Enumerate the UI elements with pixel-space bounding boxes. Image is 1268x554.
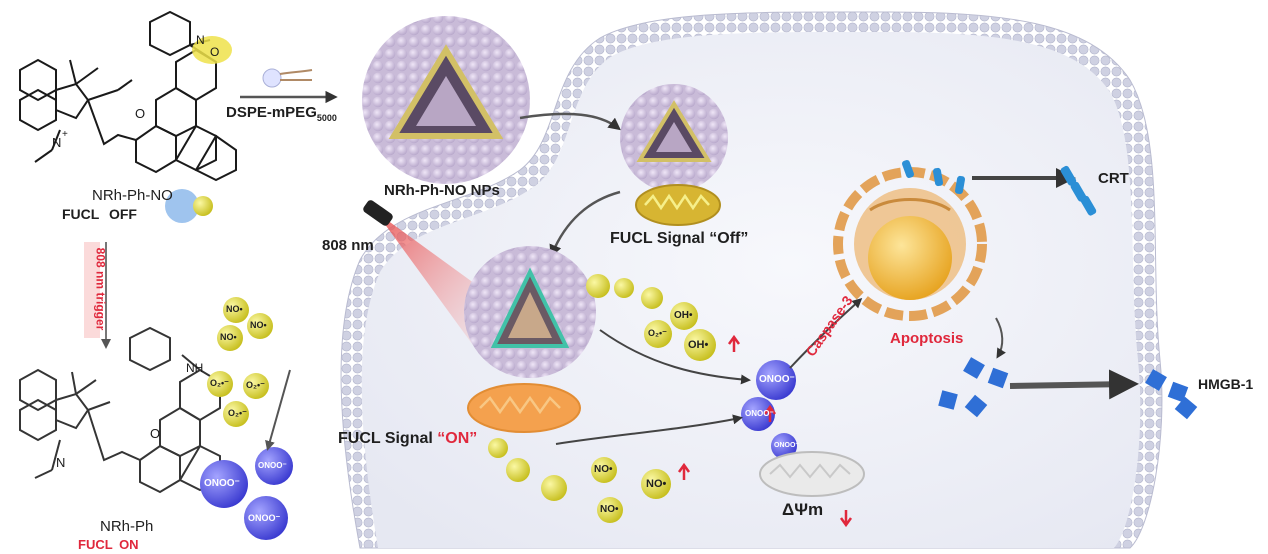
signal-on-label: FUCL Signal “ON” xyxy=(338,430,477,448)
species-onoo-1: ONOO⁻ xyxy=(204,478,240,489)
trigger-label-bg xyxy=(84,242,100,338)
molecule-bottom-name: NRh-Ph xyxy=(100,518,154,535)
hmgb-label: HMGB-1 xyxy=(1198,376,1254,392)
laser-source-icon xyxy=(363,200,393,226)
species-no-cell-3: NO• xyxy=(600,504,619,515)
charge-label: + xyxy=(62,129,68,140)
signal-on-emph: “ON” xyxy=(437,430,478,447)
caspase-arrow xyxy=(789,297,863,369)
n-atom-label: N xyxy=(196,33,205,47)
hmgb-export-arrow xyxy=(1009,369,1139,400)
molecule-top-state-left: FUCL xyxy=(62,206,100,222)
model-sphere-yellow xyxy=(193,196,213,216)
species-o2-2: O₂•⁻ xyxy=(246,380,265,390)
oxygen-atom-label-2: O xyxy=(150,426,160,441)
molecule-nrh-ph xyxy=(19,326,221,494)
up-arrow-onoo xyxy=(763,404,777,422)
crt-markers-cell xyxy=(902,160,966,195)
species-oh-2: OH• xyxy=(688,339,709,351)
up-arrow-oh xyxy=(727,334,741,352)
signal-off-label: FUCL Signal “Off” xyxy=(610,230,749,247)
hmgb-release-arrow xyxy=(995,317,1006,359)
released-species-left xyxy=(200,297,293,540)
down-arrow-psi xyxy=(839,510,853,528)
nanoparticle-large xyxy=(362,16,530,184)
dspe-tail-icon xyxy=(279,69,313,82)
nanoparticle-activated xyxy=(464,246,596,378)
np-uptake-arrow xyxy=(519,112,621,131)
dspe-head-icon xyxy=(262,68,282,88)
mitochondrion-off xyxy=(635,184,721,226)
nanoparticle-label: NRh-Ph-NO NPs xyxy=(384,182,500,199)
hmgb-cubes-cell xyxy=(938,357,1009,418)
nitrogen-atom-label: N xyxy=(52,135,61,150)
no-group-highlight xyxy=(192,36,232,64)
species-onoo-2: ONOO⁻ xyxy=(258,461,287,470)
nh-label: NH xyxy=(186,361,203,375)
species-o2-3: O₂•⁻ xyxy=(228,408,247,418)
species-no-cell-1: NO• xyxy=(594,464,613,475)
molecule-top-state-right: OFF xyxy=(108,206,137,222)
delta-psi-label: ΔΨm xyxy=(782,500,824,519)
species-no-2: NO• xyxy=(250,320,267,330)
species-oh-1: OH• xyxy=(674,310,693,321)
crt-label: CRT xyxy=(1098,170,1129,187)
molecule-bottom-state: FUCL ON xyxy=(78,537,139,552)
species-no-3: NO• xyxy=(220,332,237,342)
species-o2-1: O₂•⁻ xyxy=(210,378,229,388)
laser-label: 808 nm xyxy=(322,237,374,254)
species-o2-cell: O₂•⁻ xyxy=(648,328,667,338)
released-species-cell xyxy=(488,274,797,523)
species-onoo-cell-1: ONOO⁻ xyxy=(759,374,795,385)
mitochondrion-damaged xyxy=(759,451,865,497)
molecule-nrh-ph-no xyxy=(19,10,237,182)
species-onoo-cell-2: ONOO⁻ xyxy=(745,409,774,418)
species-arrow-left xyxy=(265,369,291,451)
molecule-bottom-state-left: FUCL xyxy=(78,537,113,552)
species-onoo-3: ONOO⁻ xyxy=(248,513,281,523)
molecule-top-state: FUCL OFF xyxy=(62,206,137,222)
reagent-name: DSPE-mPEG xyxy=(226,104,317,121)
nitrogen-atom-label-2: N xyxy=(56,455,65,470)
species-onoo-cell-3: ONOO⁻ xyxy=(774,442,800,449)
oxygen-atom-label: O xyxy=(135,106,145,121)
hmgb-cubes-outside xyxy=(1145,369,1198,420)
nanoparticle-internalized xyxy=(620,84,728,192)
flow-arrow-2 xyxy=(555,414,743,445)
activation-arrow xyxy=(549,190,621,258)
up-arrow-no xyxy=(677,462,691,480)
apoptosis-label: Apoptosis xyxy=(890,330,964,347)
trigger-label: 808 nm trigger xyxy=(93,247,108,331)
reagent-subscript: 5000 xyxy=(316,113,337,123)
molecule-top-name: NRh-Ph-NO xyxy=(92,187,173,204)
species-no-1: NO• xyxy=(226,304,243,314)
signal-on-prefix: FUCL Signal xyxy=(338,430,438,447)
species-no-cell-2: NO• xyxy=(646,478,667,490)
flow-arrow-1 xyxy=(599,329,751,385)
crt-markers-membrane xyxy=(1060,165,1097,216)
molecule-bottom-state-right: ON xyxy=(119,537,139,552)
o-atom-label: O xyxy=(210,45,219,59)
mitochondrion-on xyxy=(467,383,581,433)
reagent-label: DSPE-mPEG5000 xyxy=(226,104,337,123)
model-sphere-blue xyxy=(165,189,199,223)
